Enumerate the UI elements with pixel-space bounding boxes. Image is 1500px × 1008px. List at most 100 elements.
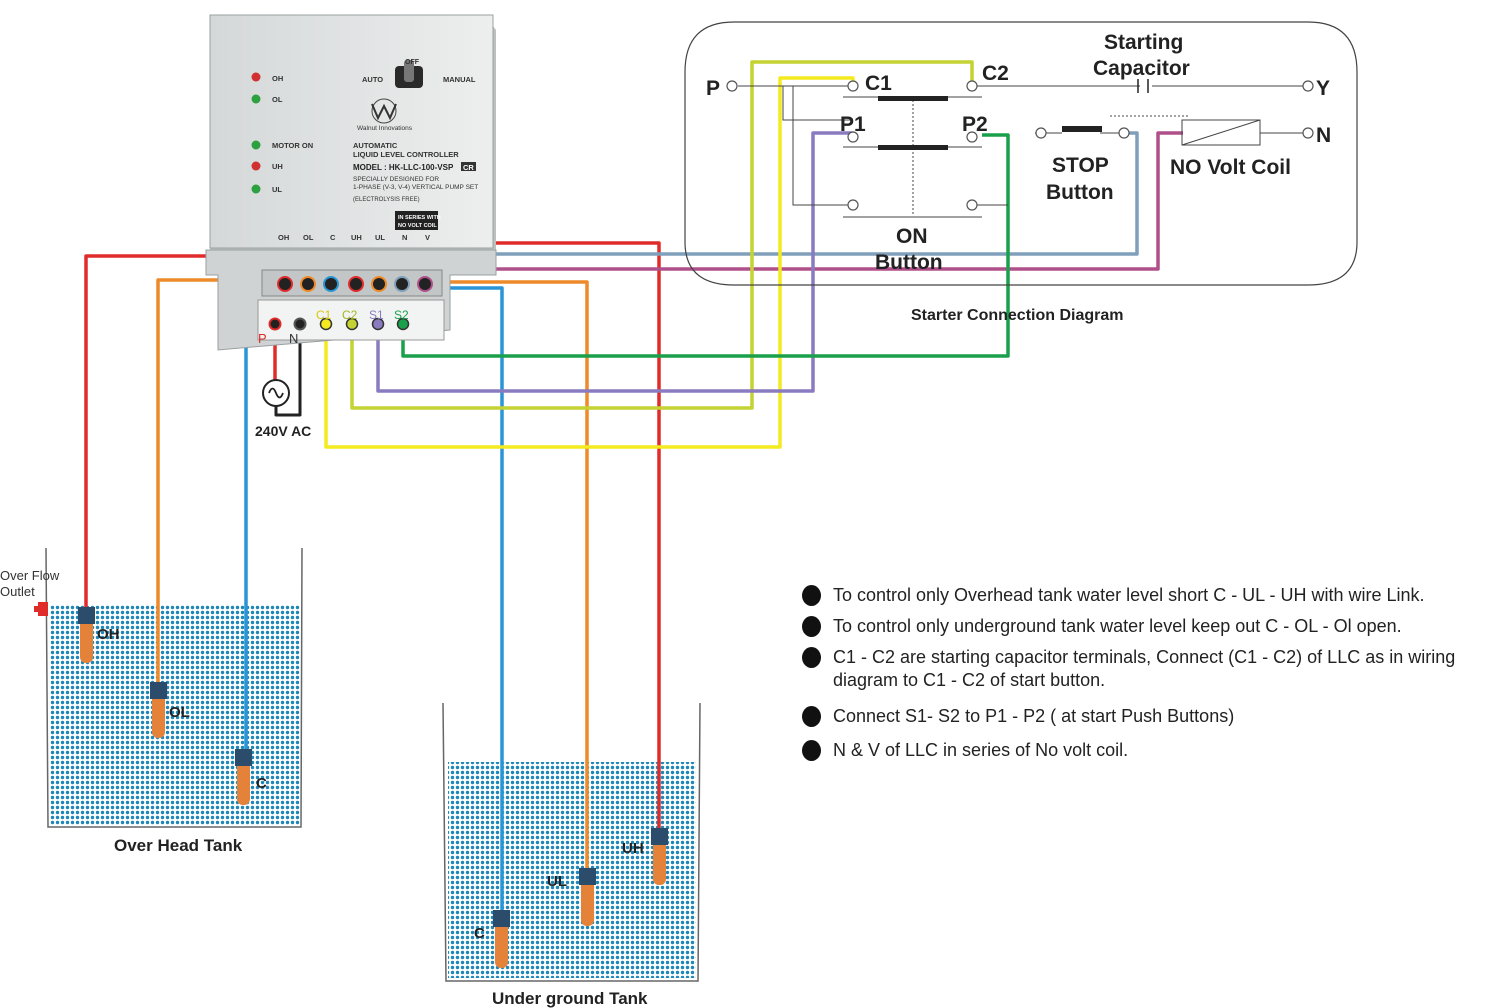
top-terminal-labels: OH OL C UH UL N V: [278, 233, 430, 242]
probe-label-oh: OH: [97, 626, 120, 643]
starter-terminal-c2: [966, 80, 978, 92]
label-p2: P2: [962, 113, 988, 136]
label-c2: C2: [982, 62, 1009, 85]
on-label-1: ON: [896, 225, 928, 248]
note-text: N & V of LLC in series of No volt coil.: [833, 740, 1129, 760]
bullet-icon: [802, 706, 821, 727]
starter-terminal-n: [1302, 127, 1314, 139]
probe-label-ol: OL: [169, 704, 190, 721]
wire-n: [400, 131, 1139, 282]
terminal-n-power: [293, 317, 307, 331]
notes-list: To control only Overhead tank water leve…: [800, 584, 1500, 762]
terminal-oh: [277, 276, 293, 292]
desc-line-2: 1-PHASE (V-3, V-4) VERTICAL PUMP SET: [353, 184, 478, 191]
model-label: MODEL : HK-LLC-100-VSP: [353, 163, 454, 172]
type-line-2: LIQUID LEVEL CONTROLLER: [353, 150, 459, 159]
series-note-2: NO VOLT COIL: [398, 223, 437, 229]
starter-terminals: [726, 80, 1314, 211]
probe-oh: OH: [78, 607, 120, 663]
term-label-ol: OL: [303, 233, 314, 242]
term-label-s1: S1: [369, 308, 384, 322]
probe-ul: UL: [547, 868, 596, 926]
starter-terminal-p2: [966, 131, 978, 143]
note-item: N & V of LLC in series of No volt coil.: [800, 739, 1500, 762]
ul-led-icon: [251, 184, 261, 194]
brand-label: Walnut Innovations: [357, 125, 413, 132]
label-p: P: [706, 77, 720, 100]
walnut-logo-icon: [371, 98, 397, 124]
overflow-outlet-label: Over Flow: [0, 568, 60, 583]
bullet-icon: [802, 616, 821, 637]
liquid-level-controller: OH OL MOTOR ON UH UL AUTO OFF MANUAL Wal…: [205, 14, 497, 439]
series-note-1: IN SERIES WITH: [398, 215, 441, 221]
probe-cap-icon: [579, 868, 596, 885]
starter-labels: P C1 C2 P1 P2 Y N Starting Capacitor STO…: [706, 31, 1331, 274]
terminal-uh: [348, 276, 364, 292]
model-badge: CR: [463, 163, 474, 172]
note-text: To control only underground tank water l…: [833, 616, 1402, 636]
probe-cap-icon: [150, 682, 167, 699]
starter-terminal-c1: [847, 80, 859, 92]
bullet-icon: [802, 740, 821, 761]
term-label-c1: C1: [316, 308, 332, 322]
term-label-c: C: [330, 233, 336, 242]
coil-label: NO Volt Coil: [1170, 156, 1291, 179]
label-p1: P1: [840, 113, 866, 136]
c1-c2-contact-bar: [878, 96, 948, 101]
probes: OH OL C UH UL C: [78, 607, 668, 968]
note-item: To control only Overhead tank water leve…: [800, 584, 1500, 607]
stop-label-2: Button: [1046, 181, 1114, 204]
indicator-panel: OH OL MOTOR ON UH UL: [251, 72, 313, 194]
switch-off-label: OFF: [405, 59, 420, 66]
bullet-icon: [802, 647, 821, 668]
stop-terminal-left: [1035, 127, 1047, 139]
terminal-ol: [300, 276, 316, 292]
probe-c-underground: C: [474, 910, 510, 968]
label-n: N: [1316, 124, 1331, 147]
probe-uh: UH: [622, 828, 668, 885]
probe-c-overhead: C: [235, 749, 267, 805]
terminal-c2: [345, 317, 359, 331]
note-item: C1 - C2 are starting capacitor terminals…: [800, 646, 1483, 692]
note-item: Connect S1- S2 to P1 - P2 ( at start Pus…: [800, 705, 1500, 728]
starter-internal-wiring: [738, 85, 1308, 218]
ac-supply: 240V AC: [255, 379, 311, 439]
type-line-1: AUTOMATIC: [353, 141, 398, 150]
terminal-n: [394, 276, 410, 292]
oh-led-icon: [251, 72, 261, 82]
wire-c2: [350, 60, 974, 410]
starter-boundary: [684, 21, 1358, 286]
overhead-tank-wall: [45, 547, 303, 828]
starter-terminal-p: [726, 80, 738, 92]
mode-switch[interactable]: AUTO OFF MANUAL: [362, 59, 476, 88]
note-text: C1 - C2 are starting capacitor terminals…: [833, 647, 1456, 690]
term-label-c2: C2: [342, 308, 358, 322]
terminal-s1: [371, 317, 385, 331]
term-label-p: P: [258, 331, 267, 346]
underground-tank-wall: [442, 702, 701, 982]
terminal-v: [417, 276, 433, 292]
starter-terminal-p1: [847, 131, 859, 143]
p1-p2-contact-bar: [878, 145, 948, 150]
terminal-ul: [371, 276, 387, 292]
starter-caption: Starter Connection Diagram: [911, 307, 1123, 324]
term-label-oh: OH: [278, 233, 289, 242]
on-terminal-left: [847, 199, 859, 211]
led-label-uh: UH: [272, 162, 283, 171]
underground-tank-title: Under ground Tank: [492, 989, 648, 1008]
wire-s2: [401, 133, 1010, 358]
probe-label-ul: UL: [547, 873, 567, 890]
probe-label-c-underground: C: [474, 925, 485, 942]
note-item: To control only underground tank water l…: [800, 615, 1500, 638]
note-text: To control only Overhead tank water leve…: [833, 585, 1425, 605]
term-label-uh: UH: [351, 233, 362, 242]
probe-label-uh: UH: [622, 840, 644, 857]
term-label-n: N: [402, 233, 407, 242]
on-terminal-right: [966, 199, 978, 211]
capacitor-label-1: Starting: [1104, 31, 1183, 54]
capacitor-label-2: Capacitor: [1093, 57, 1190, 80]
led-label-ol: OL: [272, 95, 283, 104]
probe-cap-icon: [78, 607, 95, 624]
ol-led-icon: [251, 94, 261, 104]
terminal-c: [323, 276, 339, 292]
